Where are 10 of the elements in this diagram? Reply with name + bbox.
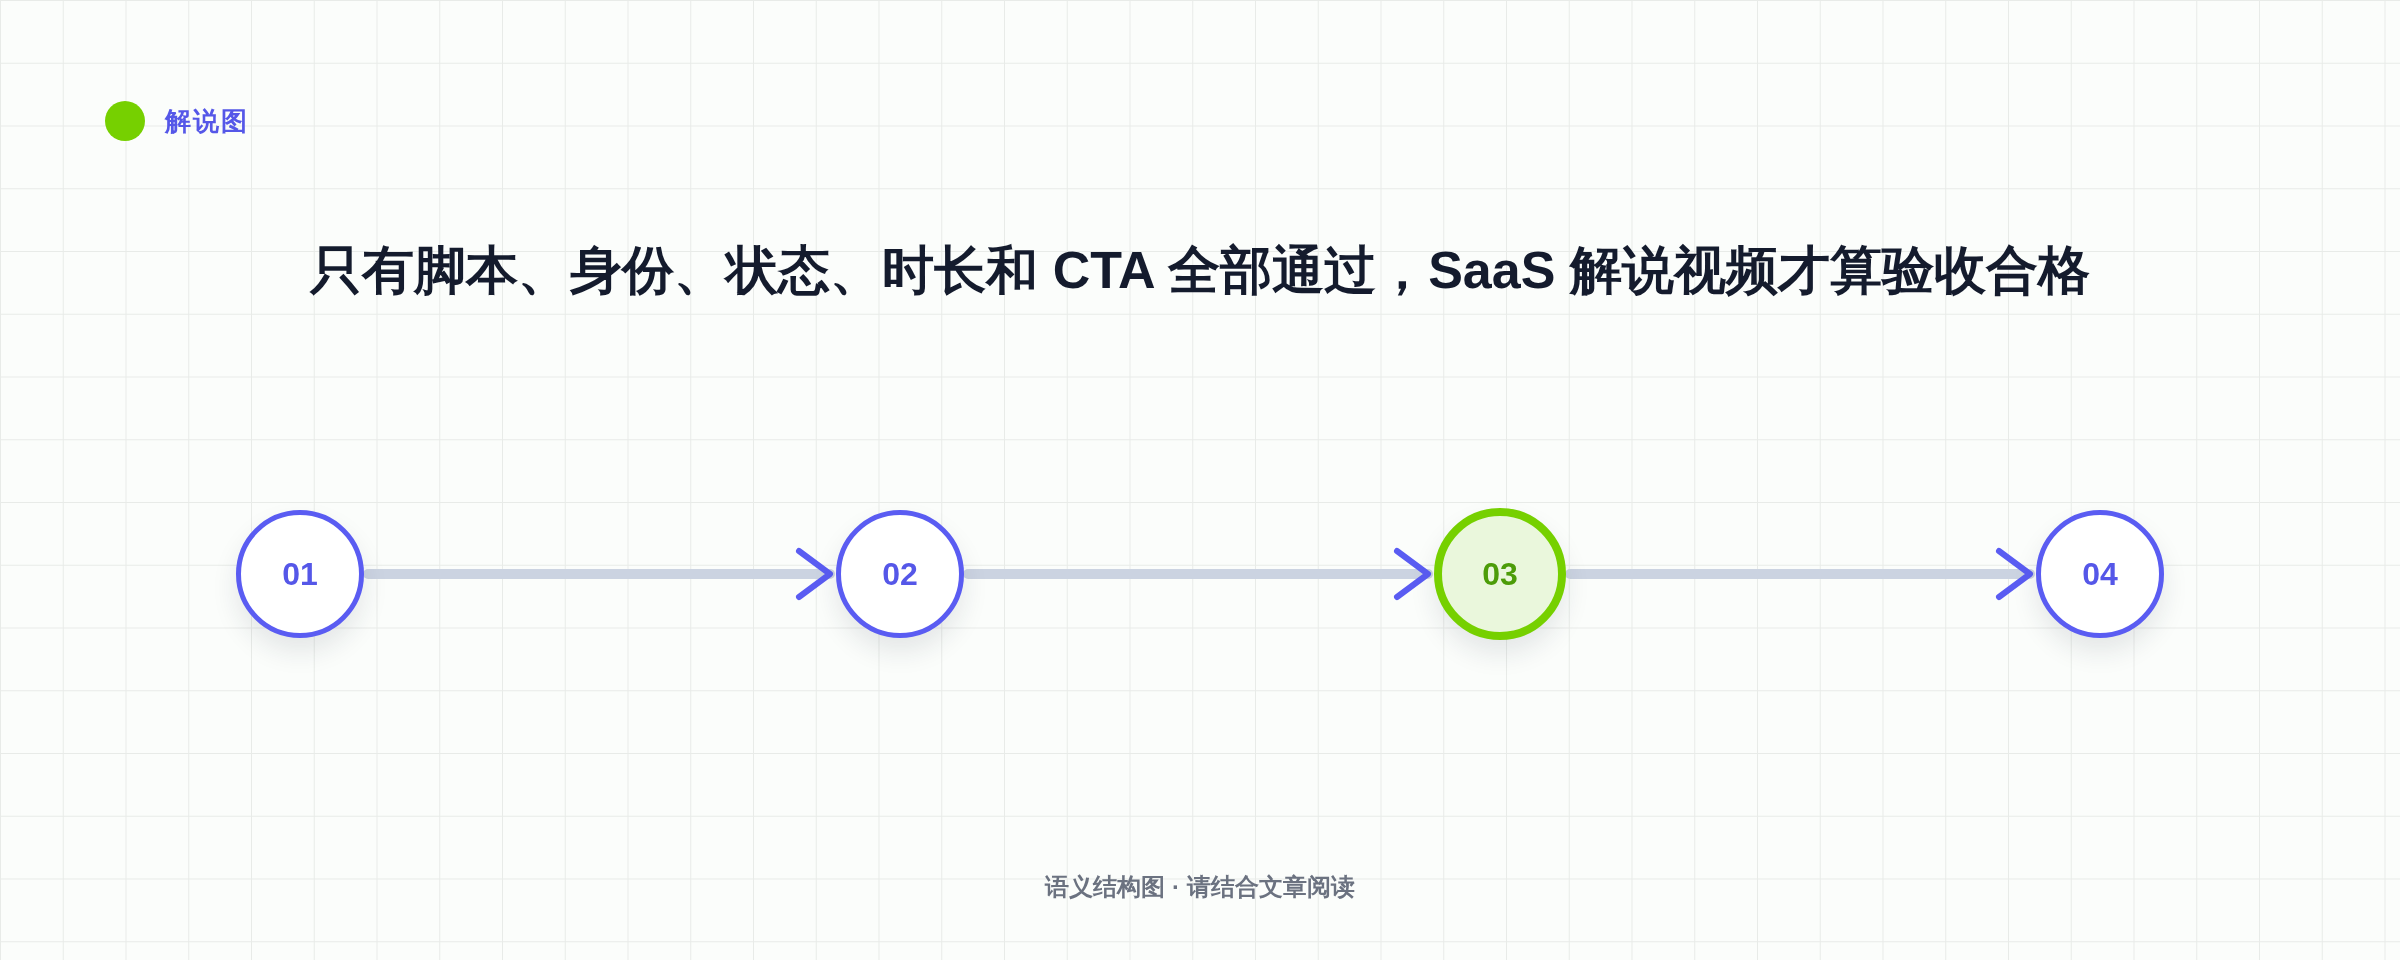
arrow bbox=[363, 548, 835, 600]
step-number: 01 bbox=[282, 558, 318, 590]
caption: 语义结构图 · 请结合文章阅读 bbox=[1045, 872, 1355, 902]
arrow bbox=[963, 548, 1433, 600]
step-number: 02 bbox=[882, 558, 918, 590]
title: 只有脚本、身份、状态、时长和 CTA 全部通过，SaaS 解说视频才算验收合格 bbox=[310, 240, 2090, 300]
step-number: 03 bbox=[1482, 558, 1518, 590]
step-number: 04 bbox=[2082, 558, 2118, 590]
header-label: 解说图 bbox=[165, 108, 249, 134]
arrow bbox=[1565, 548, 2035, 600]
